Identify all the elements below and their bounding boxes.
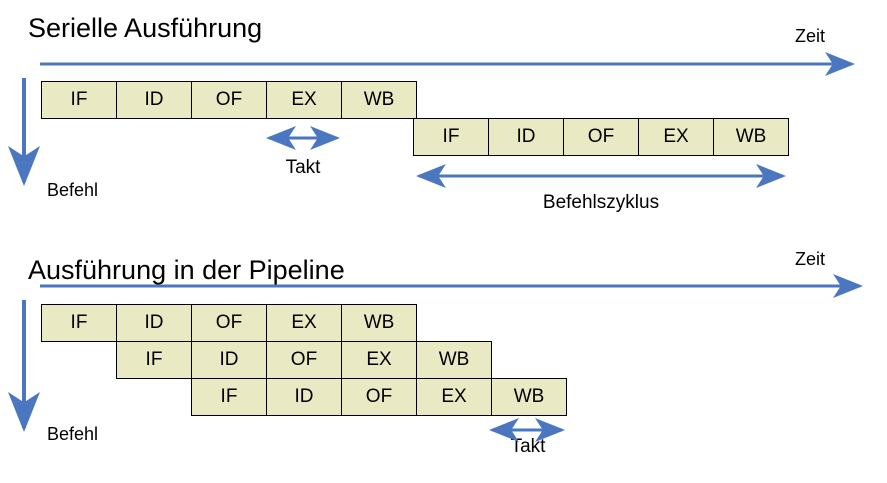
table-row: IF ID OF EX WB: [191, 378, 567, 416]
instruction-axis-label-serial: Befehl: [47, 180, 99, 200]
stage-cell-id: ID: [488, 118, 564, 156]
stage-cell-ex: EX: [416, 378, 492, 416]
table-row: IF ID OF EX WB: [413, 118, 789, 156]
stage-cell-of: OF: [341, 378, 417, 416]
stage-cell-if: IF: [41, 304, 117, 342]
table-row: IF ID OF EX WB: [116, 341, 492, 379]
stage-cell-if: IF: [413, 118, 489, 156]
measure-label-takt-serial: Takt: [285, 157, 321, 178]
table-row: IF ID OF EX WB: [41, 81, 417, 119]
stage-cell-id: ID: [191, 341, 267, 379]
stage-cell-id: ID: [116, 81, 192, 119]
stage-cell-wb: WB: [713, 118, 789, 156]
time-axis-label-pipeline: Zeit: [795, 249, 826, 269]
stage-cell-ex: EX: [266, 81, 342, 119]
stage-cell-of: OF: [266, 341, 342, 379]
instruction-axis-label-pipeline: Befehl: [47, 424, 99, 444]
stage-cell-of: OF: [191, 304, 267, 342]
stage-cell-if: IF: [191, 378, 267, 416]
stage-cell-of: OF: [563, 118, 639, 156]
section-title-serial: Serielle Ausführung: [28, 13, 263, 43]
stage-cell-wb: WB: [416, 341, 492, 379]
time-axis-label-serial: Zeit: [795, 26, 826, 46]
stage-cell-wb: WB: [341, 304, 417, 342]
measure-label-takt-pipeline: Takt: [510, 436, 546, 457]
stage-cell-if: IF: [41, 81, 117, 119]
stage-cell-ex: EX: [341, 341, 417, 379]
stage-cell-wb: WB: [341, 81, 417, 119]
stage-cell-if: IF: [116, 341, 192, 379]
stage-cell-ex: EX: [638, 118, 714, 156]
stage-cell-wb: WB: [491, 378, 567, 416]
table-row: IF ID OF EX WB: [41, 304, 417, 342]
section-title-pipeline: Ausführung in der Pipeline: [28, 255, 345, 285]
stage-cell-ex: EX: [266, 304, 342, 342]
stage-cell-id: ID: [116, 304, 192, 342]
measure-label-befehlszyklus: Befehlszyklus: [542, 192, 660, 213]
stage-cell-of: OF: [191, 81, 267, 119]
stage-cell-id: ID: [266, 378, 342, 416]
